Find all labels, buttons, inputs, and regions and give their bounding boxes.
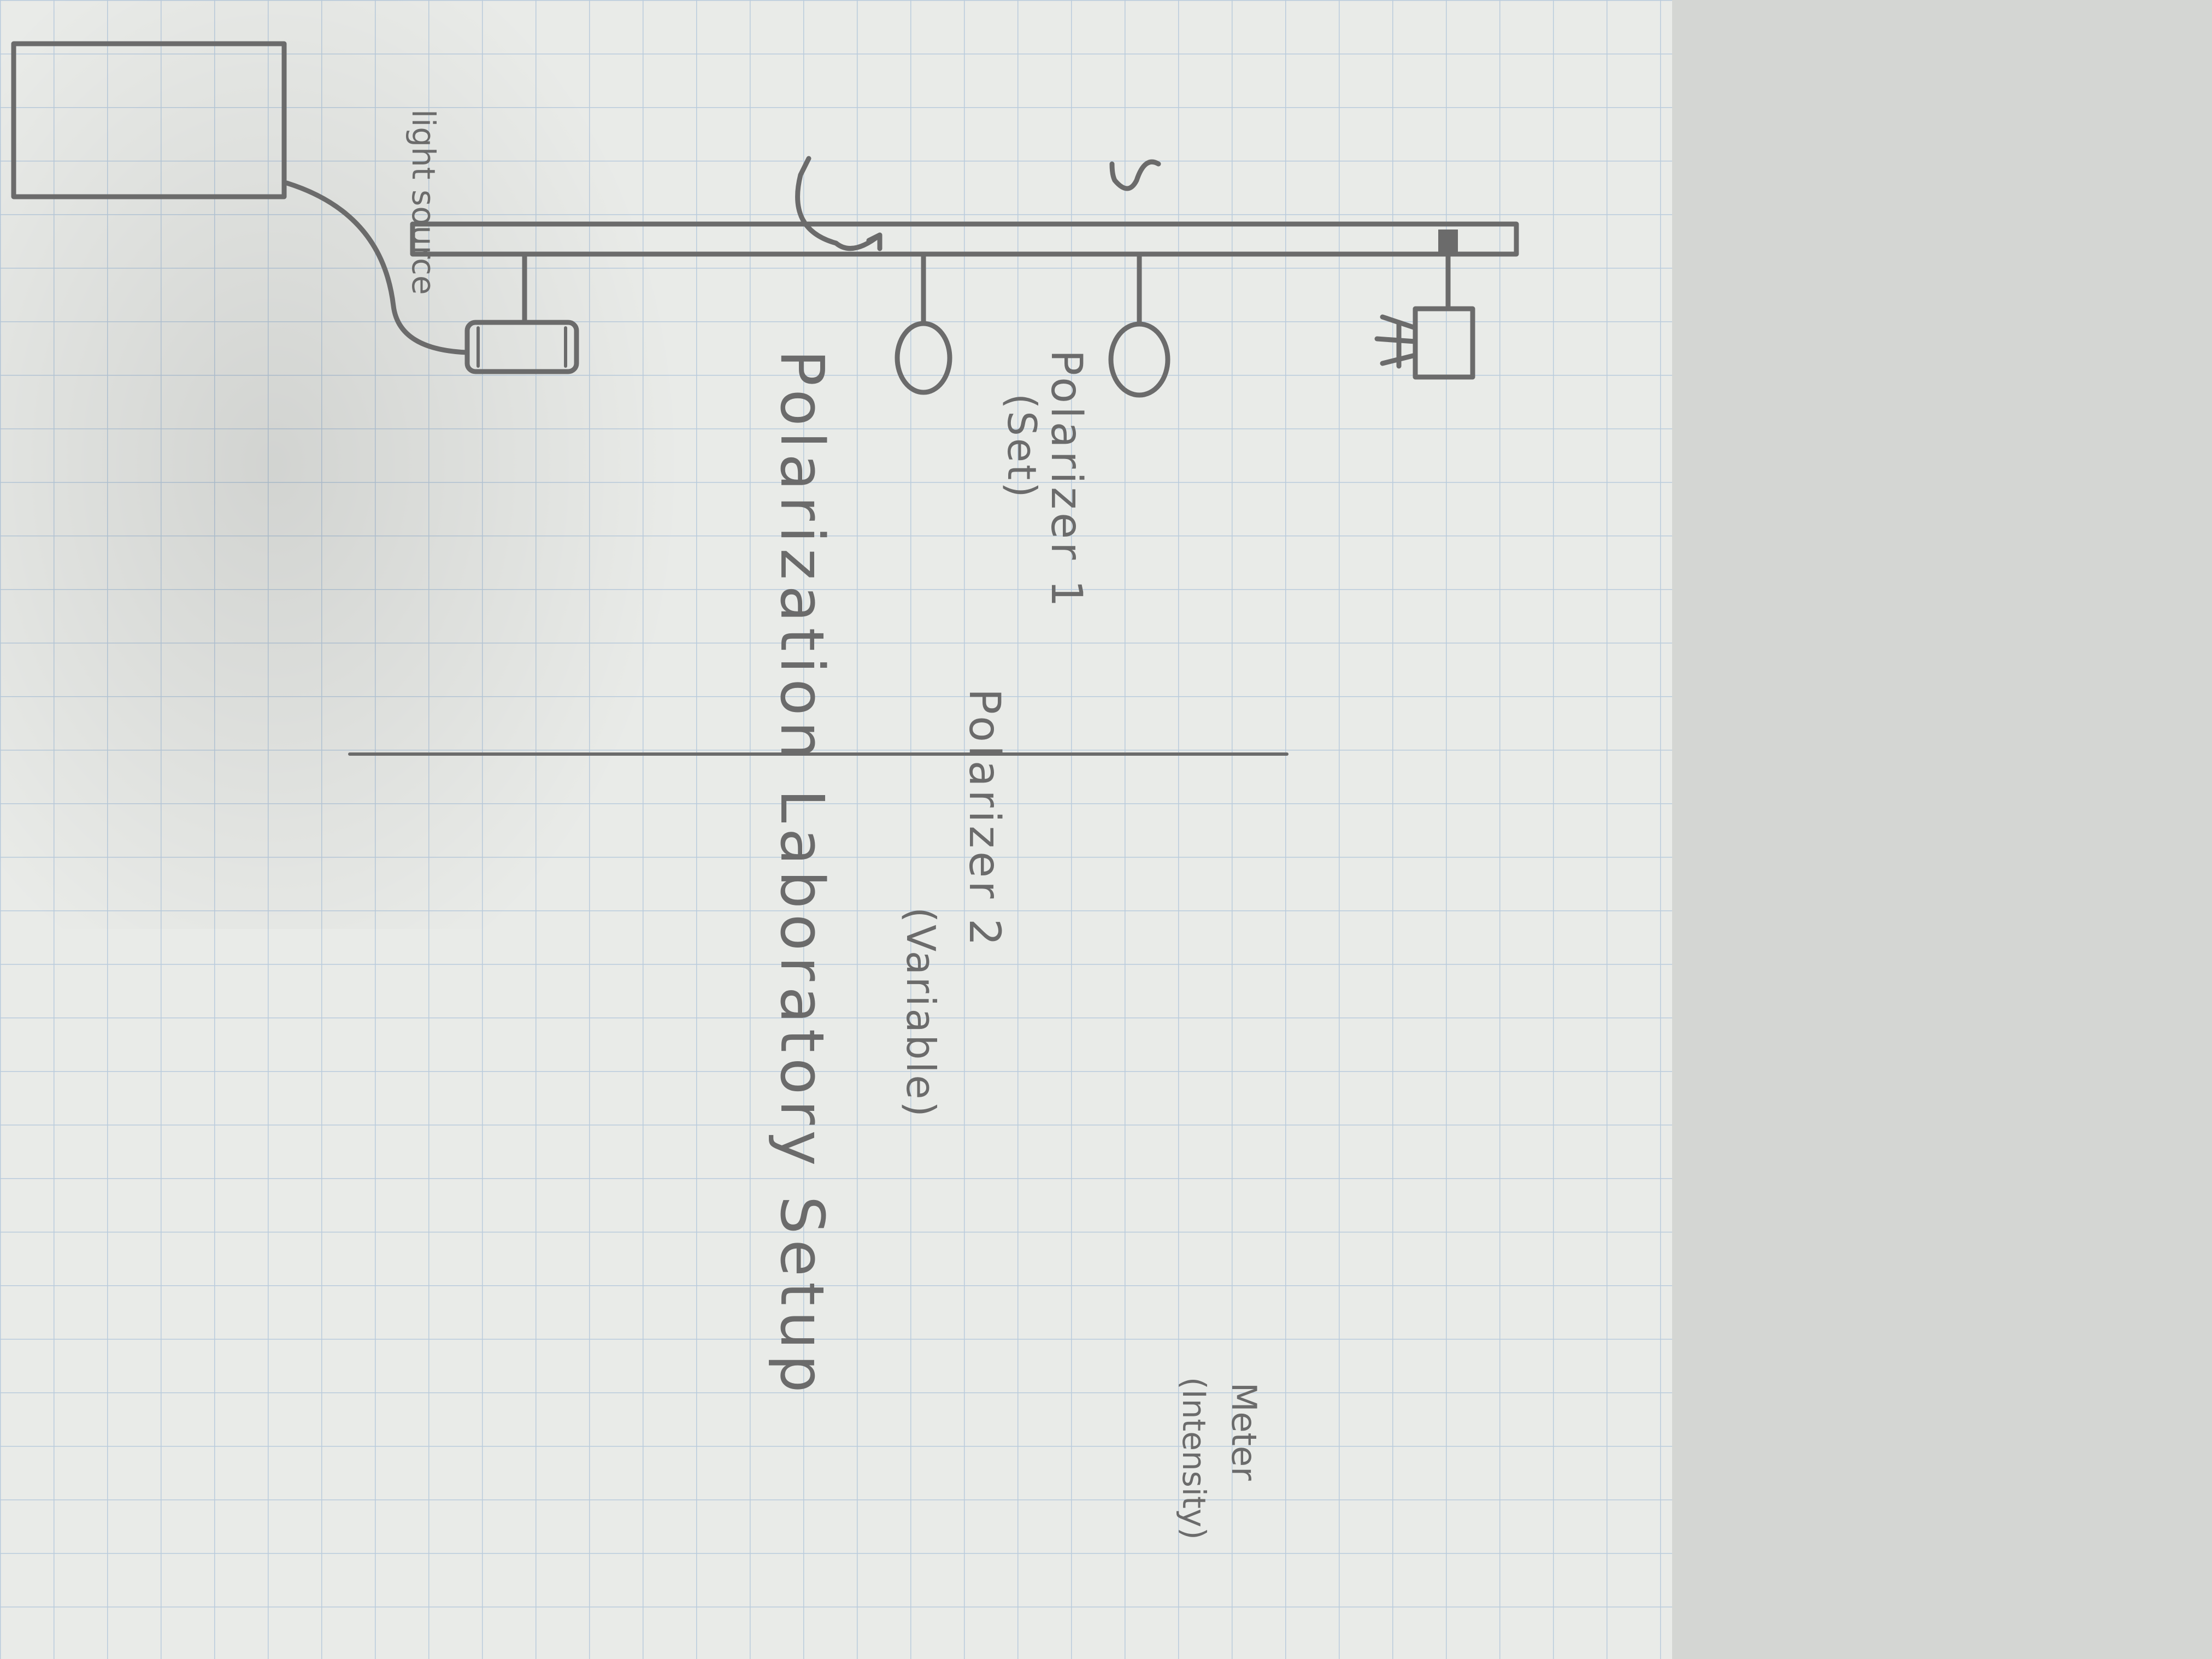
light-source-label: light source: [405, 109, 442, 295]
polarizer-2-note: (Variable): [898, 907, 944, 1119]
labels: Polarization Laboratory Setup light sour…: [405, 109, 1264, 1540]
optical-rail: [410, 221, 1519, 257]
rotation-arrow-2: [795, 156, 883, 251]
polarizer-1: [1108, 251, 1170, 398]
detector-sensor: [464, 251, 579, 374]
rotation-arrow-1: [1109, 159, 1161, 191]
diagram-title: Polarization Laboratory Setup: [767, 350, 837, 1398]
sketch: [11, 41, 1519, 756]
meter-box: [11, 41, 287, 199]
polarizer-1-note: (Set): [999, 393, 1045, 499]
polarizer-2-label: Polarizer 2: [960, 689, 1009, 949]
meter-label: Meter: [1224, 1382, 1264, 1481]
meter-note: (Intensity): [1175, 1377, 1213, 1540]
polarizer-2: [895, 251, 952, 395]
meter-cable: [284, 180, 470, 355]
polarizer-1-label: Polarizer 1: [1042, 350, 1091, 610]
graph-paper: [0, 0, 1672, 1659]
light-source: [1374, 230, 1475, 380]
